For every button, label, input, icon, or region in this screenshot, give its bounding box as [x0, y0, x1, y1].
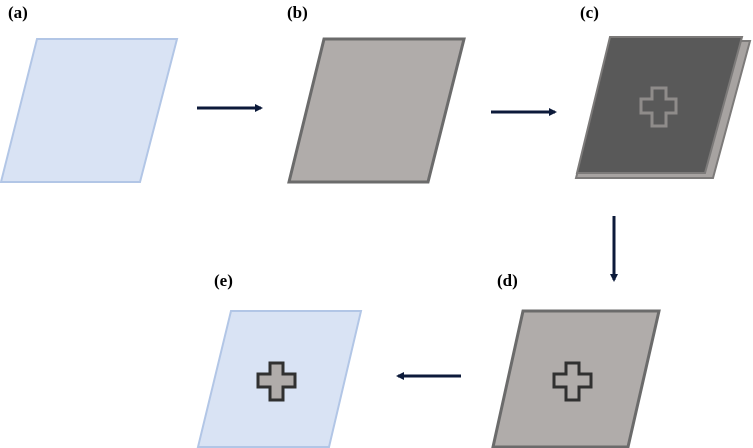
label-d: (d): [497, 271, 518, 290]
panel-e-plus-icon: [256, 361, 297, 402]
panel-b-parallelogram: [287, 37, 466, 184]
panel-c-stack: [574, 36, 752, 179]
label-e: (e): [214, 271, 233, 290]
label-a: (a): [8, 3, 28, 22]
panel-a-parallelogram: [0, 38, 179, 183]
label-b: (b): [287, 3, 308, 22]
panel-c-plus-icon: [639, 86, 678, 128]
panel-d-plus-icon: [552, 361, 593, 402]
label-c: (c): [580, 3, 599, 22]
